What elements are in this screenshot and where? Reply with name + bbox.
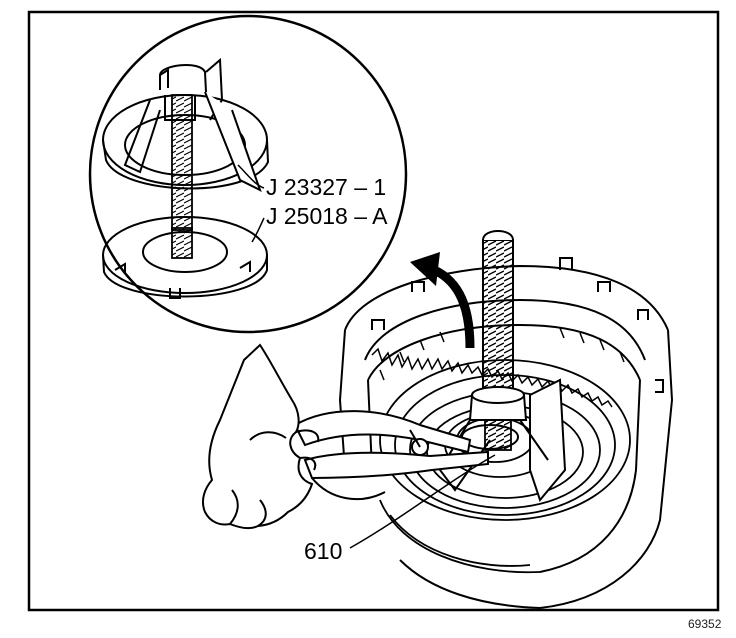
- figure-border: [27, 10, 720, 612]
- tool-label-j23327-1: J 23327 – 1: [266, 174, 387, 200]
- part-label-610: 610: [304, 538, 343, 564]
- leader-j23327: [237, 164, 265, 189]
- detail-view: [88, 14, 408, 334]
- tool-j25018-a: [102, 216, 268, 299]
- leader-610: [349, 454, 496, 549]
- figure-number: 69352: [688, 617, 722, 631]
- leader-j25018: [251, 217, 265, 243]
- tool-label-j25018-a: J 25018 – A: [266, 203, 388, 229]
- threaded-rod: [461, 230, 528, 451]
- rotation-arrow: [410, 252, 475, 349]
- snap-ring-pliers: [293, 410, 489, 501]
- hand: [202, 343, 320, 530]
